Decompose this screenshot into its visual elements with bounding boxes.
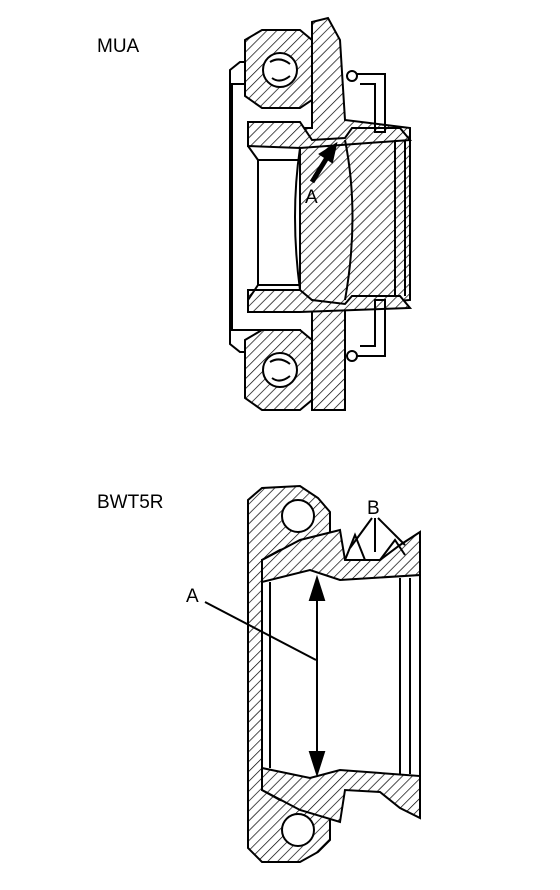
diagram-title-bwt5r: BWT5R [97, 492, 164, 513]
mua-bottom-clip [350, 299, 386, 357]
bwt5r-bearing-drawing [247, 484, 421, 863]
bwt5r-top-ball [281, 499, 315, 533]
bwt5r-sleeve-bottom [261, 766, 421, 824]
bwt5r-callout-label-a: A [186, 586, 199, 607]
bwt5r-sleeve-top [261, 528, 421, 584]
bwt5r-leader-a [204, 601, 317, 661]
bwt5r-callout-label-b: B [367, 498, 380, 519]
mua-top-ball [262, 52, 298, 88]
bwt5r-leaders-b [349, 517, 406, 552]
bwt5r-bottom-ball [281, 813, 315, 847]
diagram-title-mua: MUA [97, 36, 140, 57]
mua-bearing-drawing [229, 16, 413, 411]
mua-bore [247, 145, 259, 301]
mua-top-clip [350, 73, 386, 133]
mua-callout-label-a: A [305, 187, 318, 208]
mua-bottom-ball [262, 352, 298, 388]
bwt5r-bore-dimension [308, 574, 326, 778]
mua-callout-arrow [309, 141, 338, 184]
mua-sleeve-bottom [247, 289, 413, 313]
